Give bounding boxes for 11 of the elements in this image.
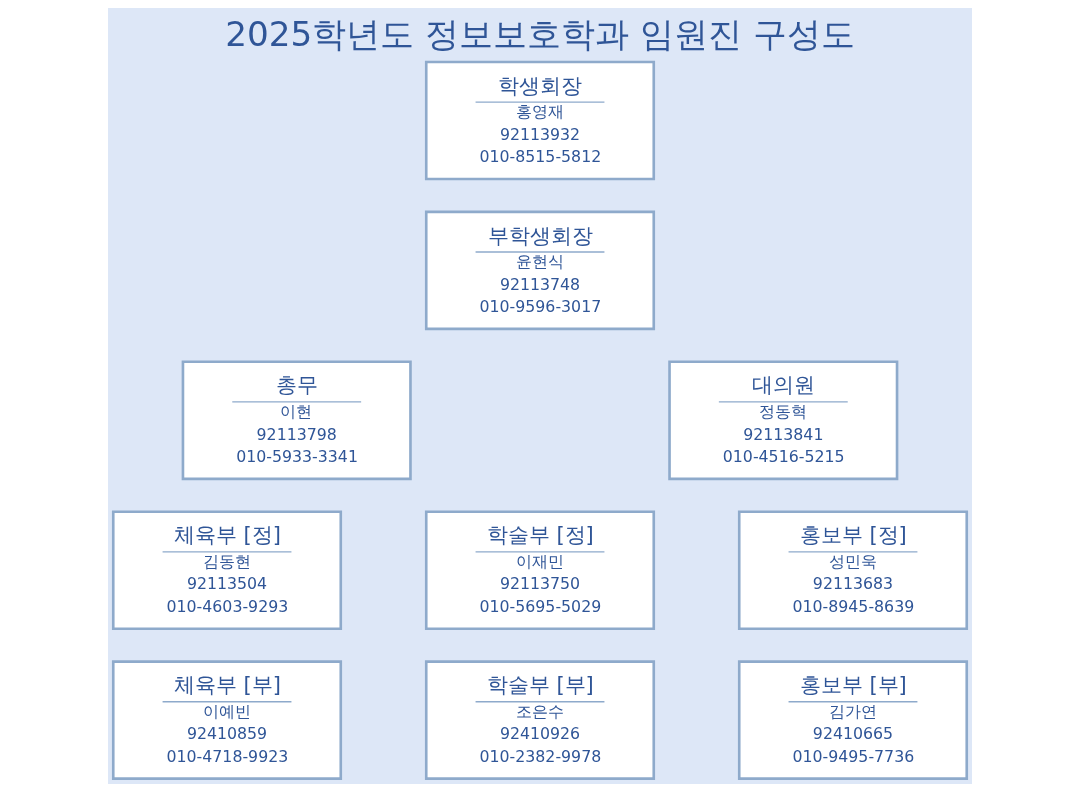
node-box: 학술부 [정] 이재민 92113750 010-5695-5029: [424, 510, 656, 631]
node-box: 학술부 [부] 조은수 92410926 010-2382-9978: [424, 660, 656, 780]
diagram-title: 2025학년도 정보보호학과 임원진 구성도: [225, 13, 855, 54]
node-box: 학생회장 홍영재 92113932 010-8515-5812: [424, 60, 656, 181]
node-box: 체육부 [부] 이예빈 92410859 010-4718-9923: [111, 660, 343, 780]
node-box: 홍보부 [부] 김가연 92410665 010-9495-7736: [737, 660, 969, 780]
node-box: 대의원 정동혁 92113841 010-4516-5215: [668, 360, 899, 481]
node-box: 부학생회장 윤현식 92113748 010-9596-3017: [424, 210, 656, 331]
node-box: 체육부 [정] 김동현 92113504 010-4603-9293: [111, 510, 343, 631]
node-box: 홍보부 [정] 성민욱 92113683 010-8945-8639: [737, 510, 969, 631]
node-box: 총무 이현 92113798 010-5933-3341: [181, 360, 412, 481]
